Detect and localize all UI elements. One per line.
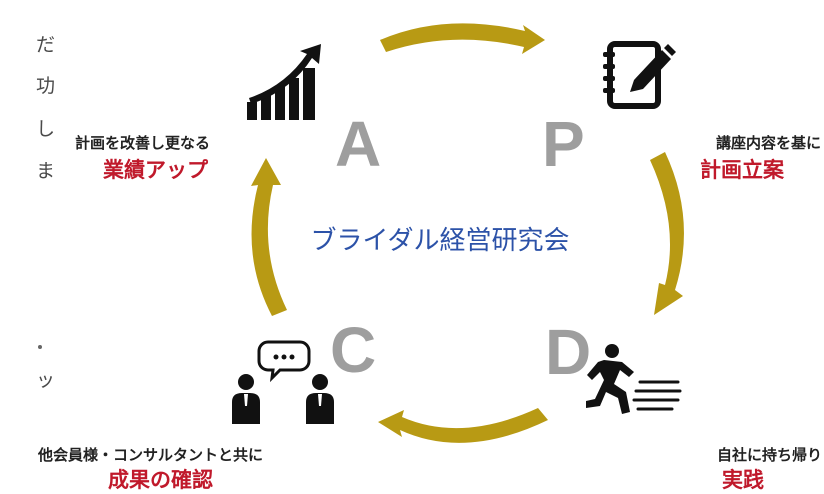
side-text-char-5: ッ <box>36 369 56 391</box>
notebook-pencil-icon <box>603 41 676 109</box>
arrow-d-to-c <box>378 408 548 443</box>
stage-p-label: 講座内容を基に <box>715 134 821 152</box>
growth-chart-icon <box>247 44 321 120</box>
side-text-char-2: 功 <box>36 75 56 97</box>
side-text-char-1: だ <box>36 34 56 56</box>
letter-d: D <box>545 316 592 388</box>
stage-c-highlight: 成果の確認 <box>108 468 213 492</box>
arrow-p-to-d <box>650 152 684 315</box>
stage-a-highlight: 業績アップ <box>103 158 208 182</box>
consultation-people-icon <box>232 340 334 424</box>
stage-d-highlight: 実践 <box>722 468 764 492</box>
letter-a: A <box>335 108 382 180</box>
stage-a-label: 計画を改善し更なる <box>75 134 211 152</box>
arrow-a-to-p <box>380 23 545 54</box>
side-text-char-4: ま <box>36 160 56 182</box>
letter-p: P <box>542 108 585 180</box>
stage-c-label: 他会員様・コンサルタントと共に <box>38 446 264 464</box>
side-text-dot <box>38 345 42 349</box>
side-text-char-3: し <box>36 118 56 140</box>
center-title: ブライダル経営研究会 <box>310 226 570 256</box>
letter-c: C <box>330 314 377 386</box>
running-person-icon <box>586 344 682 414</box>
stage-p-highlight: 計画立案 <box>700 158 784 182</box>
stage-d-label: 自社に持ち帰り <box>716 446 822 464</box>
arrow-c-to-a <box>251 158 287 316</box>
